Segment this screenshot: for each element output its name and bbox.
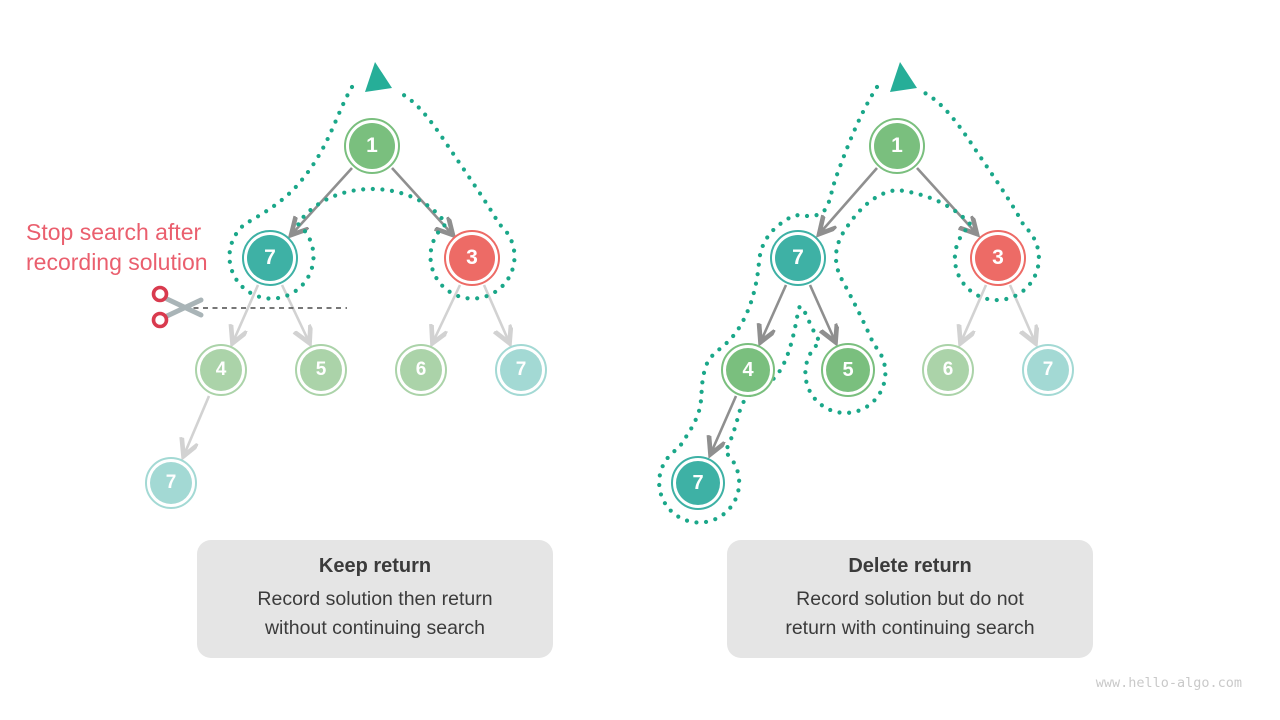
node-value: 6 <box>942 359 954 380</box>
caption-line: return with continuing search <box>785 617 1035 639</box>
node-value: 7 <box>692 471 704 494</box>
node-value: 4 <box>742 358 754 381</box>
left-node-7-leafbottom: 7 <box>145 457 197 509</box>
stop-search-annotation: Stop search after recording solution <box>26 218 208 277</box>
edge-1-3 <box>391 167 452 234</box>
delete-return-caption: Delete return Record solution but do not… <box>727 540 1093 658</box>
edge-7-5 <box>808 284 835 341</box>
right-node-7-leafright: 7 <box>1022 344 1074 396</box>
caption-line: Record solution then return <box>257 588 493 610</box>
node-value: 1 <box>366 134 378 157</box>
edge-3-6 <box>961 284 988 342</box>
node-value: 5 <box>315 359 327 380</box>
right-node-7: 7 <box>770 230 826 286</box>
node-value: 5 <box>842 358 854 381</box>
left-node-5: 5 <box>295 344 347 396</box>
scissors-icon <box>151 285 204 329</box>
edge-7-4 <box>233 284 260 342</box>
node-value: 7 <box>264 246 276 269</box>
right-node-6: 6 <box>922 344 974 396</box>
caption-title: Keep return <box>318 555 432 577</box>
keep-return-caption: Keep return Record solution then return … <box>197 540 553 658</box>
edge-3-7 <box>482 284 509 342</box>
start-arrow-icon-left <box>365 62 392 92</box>
left-tree-edges <box>184 167 509 455</box>
start-arrow-icon-right <box>890 62 917 92</box>
node-value: 1 <box>891 134 903 157</box>
left-node-4: 4 <box>195 344 247 396</box>
right-node-1: 1 <box>869 118 925 174</box>
node-value: 3 <box>992 246 1004 269</box>
node-value: 7 <box>792 246 804 269</box>
left-node-7-leafright: 7 <box>495 344 547 396</box>
caption-title: Delete return <box>848 555 972 577</box>
edge-1-7 <box>820 167 878 233</box>
site-watermark: www.hello-algo.com <box>1095 675 1242 691</box>
edge-1-7 <box>292 167 353 234</box>
right-node-5: 5 <box>821 343 875 397</box>
edge-4-7 <box>711 395 738 453</box>
left-node-7: 7 <box>242 230 298 286</box>
edge-3-6 <box>433 284 462 342</box>
node-value: 6 <box>415 359 427 380</box>
left-node-6: 6 <box>395 344 447 396</box>
edge-7-5 <box>280 284 309 342</box>
search-path-outline-left <box>227 84 517 301</box>
caption-line: without continuing search <box>264 617 486 639</box>
annotation-line: recording solution <box>26 248 208 275</box>
edge-3-7 <box>1008 284 1035 342</box>
edge-1-3 <box>916 167 976 233</box>
annotation-line: Stop search after <box>26 219 202 245</box>
node-value: 7 <box>515 359 527 380</box>
edge-4-7 <box>184 395 211 455</box>
right-node-4: 4 <box>721 343 775 397</box>
node-value: 3 <box>466 246 478 269</box>
node-value: 7 <box>1042 359 1054 380</box>
caption-line: Record solution but do not <box>796 588 1024 610</box>
left-node-3: 3 <box>444 230 500 286</box>
node-value: 4 <box>215 359 227 380</box>
right-node-7-leafbottom: 7 <box>671 456 725 510</box>
right-tree-edges <box>711 167 1035 453</box>
left-node-1: 1 <box>344 118 400 174</box>
right-node-3: 3 <box>970 230 1026 286</box>
search-path-outline-right <box>657 84 1041 525</box>
edge-7-4 <box>761 284 788 341</box>
node-value: 7 <box>165 472 177 493</box>
